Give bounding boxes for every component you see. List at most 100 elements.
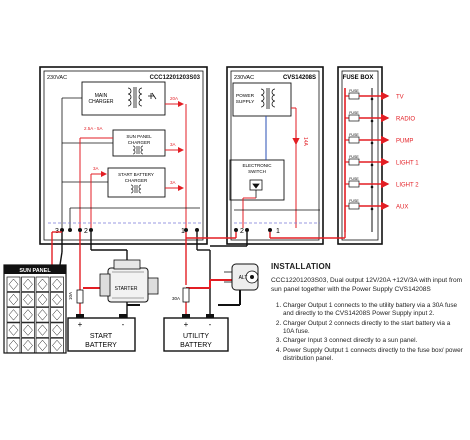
- transformer-icon: [130, 184, 142, 194]
- solar-cell: [21, 307, 35, 323]
- charger-title: CCC12201203S03: [150, 75, 201, 81]
- fuse-ground-point: [370, 207, 374, 211]
- fuse-box-inner: [341, 70, 379, 241]
- fuse-ground-point: [370, 141, 374, 145]
- start-battery-label-1: START: [90, 333, 113, 340]
- terminal-1-label: 1: [181, 228, 185, 235]
- terminal-2: [78, 228, 82, 232]
- psu-terminal-1: [268, 228, 272, 232]
- starter-label: STARTER: [115, 286, 138, 292]
- psu-internal-wiring: [234, 107, 320, 228]
- transformer-icon: [260, 88, 276, 109]
- sun-charger-label-2: CHARGER: [128, 140, 151, 145]
- fuse-30a: 30A: [172, 287, 190, 303]
- solar-cell-pattern: [23, 278, 33, 290]
- solar-cell-pattern: [52, 324, 62, 336]
- fuse-element: [348, 114, 360, 122]
- solar-cell-pattern: [23, 339, 33, 352]
- switch-label-1: ELECTRONIC: [242, 163, 272, 168]
- start-charger-block: [107, 167, 166, 198]
- utility-battery-minus: -: [209, 320, 212, 329]
- transformer-icon: [127, 87, 157, 108]
- fuse-box-title: FUSE BOX: [343, 75, 374, 81]
- solar-cell-pattern: [52, 278, 62, 290]
- fuse-box-outer: [337, 66, 383, 245]
- fuse-element: [348, 202, 360, 210]
- solar-cell-pattern: [37, 293, 48, 306]
- charger-unit: 230VAC CCC12201203S03 MAIN CHARGER SUN P…: [39, 66, 208, 245]
- psu-block-label-1: POWER: [236, 93, 255, 99]
- solar-cell-pattern: [23, 293, 33, 306]
- terminal-2-neg: [89, 228, 93, 232]
- alt-label: ALT: [239, 275, 248, 281]
- solar-cell: [21, 291, 35, 308]
- solar-cell-pattern: [37, 309, 48, 321]
- solar-cell: [50, 291, 64, 308]
- utility-battery-label-2: BATTERY: [180, 342, 212, 349]
- start-battery-plus: +: [78, 320, 83, 329]
- solar-cell-pattern: [37, 324, 48, 336]
- solar-cell: [21, 322, 35, 338]
- sun-charger-label-1: SUN PANEL: [126, 134, 152, 139]
- solar-cell: [21, 276, 35, 292]
- start-in-current: 3A: [93, 166, 99, 171]
- charger-outer: [39, 66, 208, 245]
- psu-terminal-2: [234, 228, 238, 232]
- fuse-output-label: LIGHT 1: [396, 161, 419, 167]
- psu-voltage: 230VAC: [234, 75, 254, 81]
- terminal-1: [184, 228, 188, 232]
- charger-internal-wiring: [48, 97, 202, 228]
- solar-cell-pattern: [23, 309, 33, 321]
- start-charger-label-2: CHARGER: [125, 178, 148, 183]
- installation-panel: INSTALLATION CCC12201203S03, Dual output…: [271, 262, 463, 364]
- solar-cell: [6, 276, 21, 292]
- charger-voltage: 230VAC: [47, 75, 67, 81]
- solar-cell-pattern: [52, 293, 62, 306]
- utility-battery: + - UTILITY BATTERY: [163, 314, 229, 352]
- fuse-output-label: AUX: [396, 205, 408, 211]
- utility-battery-plus: +: [184, 320, 189, 329]
- terminal-1-neg: [195, 228, 199, 232]
- installation-step: Charger Input 3 connect directly to a su…: [283, 337, 463, 345]
- start-battery-label-2: BATTERY: [85, 342, 117, 349]
- fuse-element: [348, 136, 360, 144]
- fuse-label: FUSE: [349, 177, 359, 181]
- solar-cell-pattern: [8, 324, 19, 336]
- sun-panel-cells: [6, 276, 64, 354]
- switch-icon: [249, 179, 263, 198]
- fuse-label: FUSE: [349, 89, 359, 93]
- fuse-ground-point: [370, 185, 374, 189]
- solar-cell-pattern: [37, 278, 48, 290]
- fuse-output-label: TV: [396, 95, 404, 101]
- fuse-box: FUSE BOX FUSETVFUSERADIOFUSEPUMPFUSELIGH…: [337, 66, 419, 245]
- terminal-2-label: 2: [84, 228, 88, 235]
- solar-cell: [6, 307, 21, 323]
- fuse-output-label: PUMP: [396, 139, 413, 145]
- sun-in-current: 2.5A - 5A: [84, 126, 103, 131]
- switch-block: [229, 159, 285, 201]
- fuse-label: FUSE: [349, 111, 359, 115]
- sun-out-current: 3A: [170, 142, 176, 147]
- psu-current: 14A: [302, 137, 308, 147]
- sun-panel-label: SUN PANEL: [19, 268, 51, 274]
- solar-cell: [50, 322, 64, 338]
- fuse-ground-point: [370, 119, 374, 123]
- psu-inner: [230, 70, 320, 241]
- solar-cell: [35, 322, 50, 338]
- solar-cell: [35, 337, 50, 354]
- solar-cell: [35, 276, 50, 292]
- terminal-3-neg: [68, 228, 72, 232]
- psu-outer: [226, 66, 324, 245]
- charger-terminals: 3 2 1: [55, 228, 199, 235]
- solar-cell-pattern: [52, 339, 62, 352]
- power-supply-unit: 230VAC CVS14208S POWER SUPPLY ELECTRONIC…: [226, 66, 324, 245]
- solar-cell: [50, 307, 64, 323]
- start-battery: + - START BATTERY: [67, 314, 136, 352]
- terminal-3: [60, 228, 64, 232]
- transformer-icon: [132, 145, 144, 155]
- psu-terminals: 2 1: [234, 228, 280, 235]
- solar-cell-pattern: [8, 278, 19, 290]
